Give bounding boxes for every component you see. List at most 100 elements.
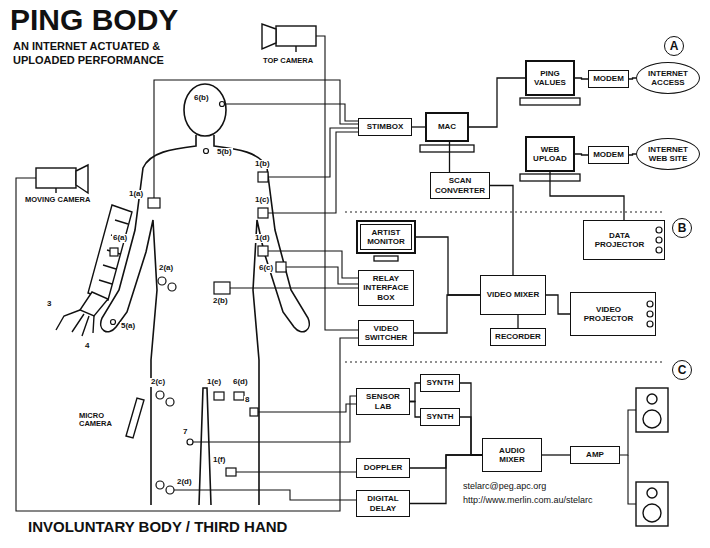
connector bbox=[629, 154, 636, 155]
electrode bbox=[158, 277, 166, 285]
body-figure bbox=[214, 135, 309, 505]
projector-lens bbox=[656, 237, 662, 243]
device-box: SYNTH bbox=[420, 374, 460, 392]
node-text: SCAN CONVERTER bbox=[434, 176, 486, 194]
node-text: VIDEO PROJECTOR bbox=[574, 305, 643, 323]
electrode bbox=[258, 208, 268, 218]
electrode bbox=[226, 468, 236, 476]
electrode-wire bbox=[236, 471, 356, 472]
electrode-wire bbox=[230, 287, 358, 288]
callout-number: 7 bbox=[182, 428, 188, 437]
electrode-wire bbox=[174, 490, 356, 500]
computer-screen: WEB UPLOAD bbox=[525, 136, 575, 172]
connector bbox=[414, 295, 480, 333]
internet-oval: INTERNET WEB SITE bbox=[636, 138, 700, 170]
electrode bbox=[156, 391, 164, 399]
electrode bbox=[220, 102, 225, 107]
connector bbox=[410, 402, 420, 418]
node-text: DIGITAL DELAY bbox=[360, 494, 406, 512]
monitor-screen: ARTIST MONITOR bbox=[356, 220, 416, 254]
connector bbox=[410, 383, 420, 402]
connector bbox=[416, 237, 480, 295]
third-hand bbox=[88, 205, 132, 300]
projector-lens bbox=[656, 247, 662, 253]
callout-number: 1(f) bbox=[212, 456, 226, 465]
electrode bbox=[258, 246, 268, 256]
electrode bbox=[234, 392, 244, 400]
callout-number: 4 bbox=[84, 342, 90, 351]
camera-label: MOVING CAMERA bbox=[24, 196, 91, 204]
speaker-symbol bbox=[636, 388, 668, 432]
third-hand bbox=[80, 292, 108, 316]
camera-label: MICRO CAMERA bbox=[78, 412, 126, 429]
connector bbox=[542, 454, 570, 455]
projector-box: DATA PROJECTOR bbox=[583, 220, 665, 260]
camera-icon bbox=[276, 26, 316, 46]
electrode bbox=[204, 149, 209, 154]
connector bbox=[575, 154, 588, 155]
computer-base bbox=[520, 98, 580, 105]
electrode bbox=[156, 481, 164, 489]
section-divider bbox=[345, 212, 662, 213]
node-text: VIDEO MIXER bbox=[487, 290, 539, 299]
callout-number: 6(d) bbox=[232, 378, 249, 387]
callout-number: 2(b) bbox=[212, 297, 229, 306]
section-marker: C bbox=[672, 360, 692, 380]
camera-icon bbox=[36, 24, 316, 438]
device-box: SYNTH bbox=[420, 408, 460, 426]
electrode-wire bbox=[268, 132, 358, 213]
third-hand bbox=[56, 205, 132, 336]
camera-wire bbox=[316, 36, 358, 330]
connector bbox=[449, 142, 450, 172]
camera-icon bbox=[262, 24, 276, 49]
body-figure bbox=[101, 135, 196, 505]
node-text: C bbox=[678, 364, 687, 376]
projector-lens bbox=[656, 227, 662, 233]
connector bbox=[412, 126, 425, 127]
device-box: MODEM bbox=[588, 146, 629, 164]
contact-text: stelarc@peg.apc.org bbox=[462, 482, 547, 492]
body-figure bbox=[184, 84, 226, 136]
section-marker: B bbox=[672, 218, 692, 238]
camera-label: TOP CAMERA bbox=[262, 57, 314, 65]
connector bbox=[575, 78, 588, 79]
node-text: A bbox=[670, 40, 679, 52]
projector-lens bbox=[647, 301, 653, 307]
electrode bbox=[168, 283, 176, 291]
node-text: AMP bbox=[586, 450, 604, 459]
electrode bbox=[187, 439, 193, 445]
projector-lens bbox=[647, 227, 662, 327]
node-text: DATA PROJECTOR bbox=[587, 231, 652, 249]
callout-number: 6(c) bbox=[258, 264, 274, 273]
camera-icon bbox=[295, 46, 296, 52]
electrode-wire bbox=[154, 80, 358, 500]
diagram-caption: INVOLUNTARY BODY / THIRD HAND bbox=[28, 518, 287, 536]
callout-number: 1(b) bbox=[254, 160, 271, 169]
electrode bbox=[110, 102, 286, 495]
third-hand bbox=[99, 280, 112, 284]
connector bbox=[517, 315, 518, 328]
internet-oval: INTERNET ACCESS bbox=[636, 62, 700, 94]
node-text: AUDIO MIXER bbox=[486, 446, 538, 464]
callout-number: 1(a) bbox=[128, 190, 144, 199]
third-hand bbox=[56, 310, 94, 336]
node-text: PING VALUES bbox=[530, 69, 570, 87]
node-text: RELAY INTERFACE BOX bbox=[362, 274, 410, 302]
electrode bbox=[166, 486, 174, 494]
camera-icon bbox=[76, 165, 88, 193]
camera-icon bbox=[36, 168, 76, 188]
projector-box: VIDEO PROJECTOR bbox=[570, 292, 656, 336]
connector bbox=[490, 186, 513, 276]
speaker-wire bbox=[620, 410, 636, 504]
device-box: SCAN CONVERTER bbox=[430, 172, 490, 199]
projector-lens bbox=[647, 311, 653, 317]
third-hand bbox=[115, 220, 128, 224]
third-hand bbox=[103, 265, 116, 269]
computer-screen: PING VALUES bbox=[525, 60, 575, 96]
electrode-wire bbox=[154, 80, 358, 198]
body-figure bbox=[199, 388, 211, 505]
device-box: DIGITAL DELAY bbox=[356, 490, 410, 517]
node-text: VIDEO SWITCHER bbox=[362, 324, 410, 342]
device-box: RELAY INTERFACE BOX bbox=[358, 270, 414, 306]
